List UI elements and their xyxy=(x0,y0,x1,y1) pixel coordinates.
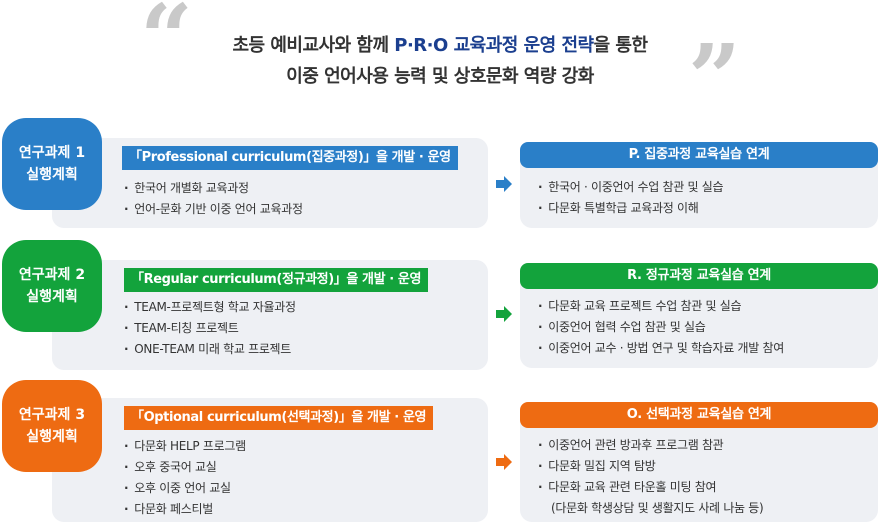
result-1-title: P. 집중과정 교육실습 연계 xyxy=(520,142,878,168)
task-1-items: 한국어 개별화 교육과정 언어-문화 기반 이중 언어 교육과정 xyxy=(124,178,303,220)
list-item: 다문화 교육 관련 타운홀 미팅 참여 xyxy=(538,477,763,498)
headline-line-2: 이중 언어사용 능력 및 상호문화 역량 강화 xyxy=(286,66,594,87)
result-1-panel: P. 집중과정 교육실습 연계 한국어 · 이중언어 수업 참관 및 실습 다문… xyxy=(520,142,878,228)
list-item: 이중언어 관련 방과후 프로그램 참관 xyxy=(538,435,763,456)
list-item: (다문화 학생상담 및 생활지도 사례 나눔 등) xyxy=(551,501,764,515)
list-item: 다문화 밀집 지역 탐방 xyxy=(538,456,763,477)
task-1-badge: 연구과제 1 실행계획 xyxy=(2,118,102,210)
arrow-right-icon xyxy=(496,306,512,322)
result-2-items: 다문화 교육 프로젝트 수업 참관 및 실습 이중언어 협력 수업 참관 및 실… xyxy=(538,296,784,359)
task-2-tag: 「Regular curriculum(정규과정)」을 개발 · 운영 xyxy=(124,268,429,292)
headline: 초등 예비교사와 함께 P·R·O 교육과정 운영 전략을 통한 이중 언어사용… xyxy=(180,30,700,92)
result-3-items: 이중언어 관련 방과후 프로그램 참관 다문화 밀집 지역 탐방 다문화 교육 … xyxy=(538,435,763,519)
open-quote-mark: “ xyxy=(140,0,193,92)
task-2-badge: 연구과제 2 실행계획 xyxy=(2,240,102,332)
task-3-label: 연구과제 3 실행계획 xyxy=(18,407,86,445)
list-item: 다문화 HELP 프로그램 xyxy=(124,436,246,457)
list-item: 다문화 특별학급 교육과정 이해 xyxy=(538,198,723,219)
list-item: 언어-문화 기반 이중 언어 교육과정 xyxy=(124,199,303,220)
result-2-panel: R. 정규과정 교육실습 연계 다문화 교육 프로젝트 수업 참관 및 실습 이… xyxy=(520,263,878,368)
list-item: ONE-TEAM 미래 학교 프로젝트 xyxy=(124,339,296,360)
list-item: 한국어 개별화 교육과정 xyxy=(124,178,303,199)
task-2-label: 연구과제 2 실행계획 xyxy=(18,267,86,305)
list-item: TEAM-티칭 프로젝트 xyxy=(124,318,296,339)
list-item: 이중언어 교수 · 방법 연구 및 학습자료 개발 참여 xyxy=(538,338,784,359)
arrow-right-icon xyxy=(496,454,512,470)
result-1-items: 한국어 · 이중언어 수업 참관 및 실습 다문화 특별학급 교육과정 이해 xyxy=(538,177,723,219)
list-item: 오후 중국어 교실 xyxy=(124,457,246,478)
list-item: TEAM-프로젝트형 학교 자율과정 xyxy=(124,297,296,318)
headline-pre: 초등 예비교사와 함께 xyxy=(232,35,395,56)
task-2-items: TEAM-프로젝트형 학교 자율과정 TEAM-티칭 프로젝트 ONE-TEAM… xyxy=(124,297,296,360)
result-3-panel: O. 선택과정 교육실습 연계 이중언어 관련 방과후 프로그램 참관 다문화 … xyxy=(520,402,878,522)
result-2-title: R. 정규과정 교육실습 연계 xyxy=(520,263,878,289)
task-3-badge: 연구과제 3 실행계획 xyxy=(2,380,102,472)
list-item: 한국어 · 이중언어 수업 참관 및 실습 xyxy=(538,177,723,198)
headline-accent: P·R·O 교육과정 운영 전략 xyxy=(394,35,594,56)
list-item: 이중언어 협력 수업 참관 및 실습 xyxy=(538,317,784,338)
task-3-tag: 「Optional curriculum(선택과정)」을 개발 · 운영 xyxy=(124,406,434,430)
headline-post: 을 통한 xyxy=(593,35,648,56)
task-3-items: 다문화 HELP 프로그램 오후 중국어 교실 오후 이중 언어 교실 다문화 … xyxy=(124,436,246,520)
list-item: 다문화 교육 프로젝트 수업 참관 및 실습 xyxy=(538,296,784,317)
task-1-tag: 「Professional curriculum(집중과정)」을 개발 · 운영 xyxy=(122,146,458,170)
task-1-panel: 「Professional curriculum(집중과정)」을 개발 · 운영… xyxy=(52,138,488,228)
result-3-title: O. 선택과정 교육실습 연계 xyxy=(520,402,878,428)
headline-line-1: 초등 예비교사와 함께 P·R·O 교육과정 운영 전략을 통한 xyxy=(180,30,700,61)
list-item: 다문화 페스티벌 xyxy=(124,499,246,520)
task-2-panel: 「Regular curriculum(정규과정)」을 개발 · 운영 TEAM… xyxy=(52,260,488,370)
close-quote-mark: ” xyxy=(688,24,741,132)
task-3-panel: 「Optional curriculum(선택과정)」을 개발 · 운영 다문화… xyxy=(52,398,488,522)
arrow-right-icon xyxy=(496,176,512,192)
task-1-label: 연구과제 1 실행계획 xyxy=(18,145,86,183)
list-item: 오후 이중 언어 교실 xyxy=(124,478,246,499)
